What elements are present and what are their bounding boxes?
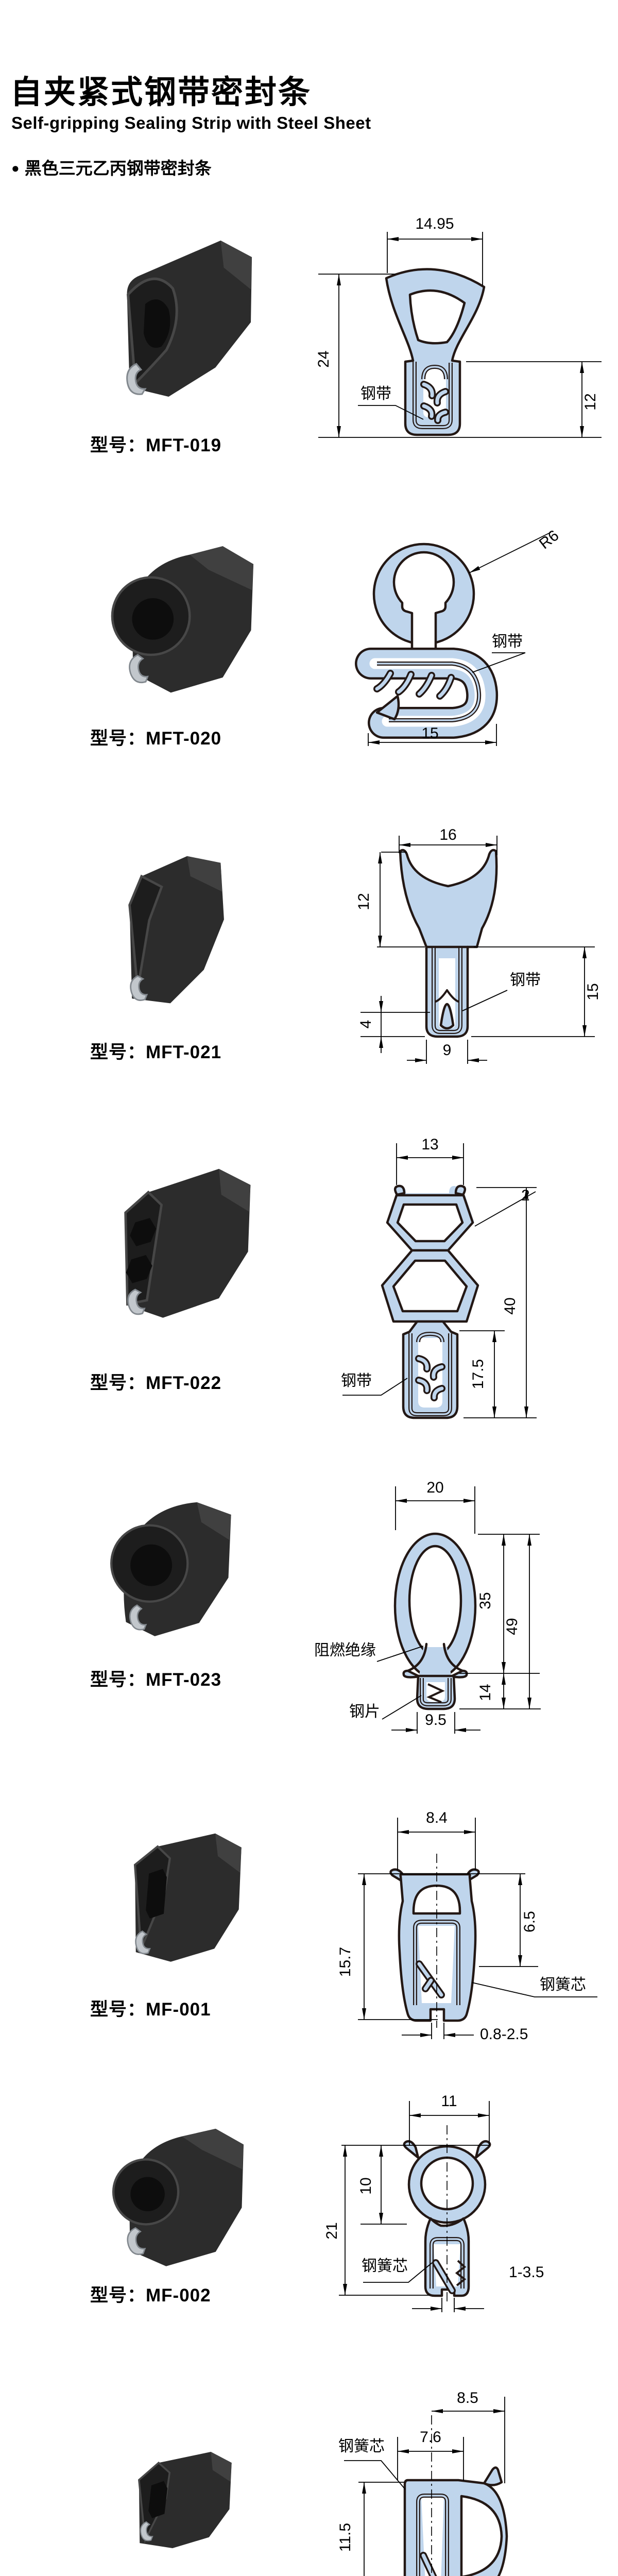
dim-clamp-height: 14: [477, 1684, 494, 1701]
dim-total-height: 24: [315, 350, 332, 367]
technical-diagram-mf-003: 8.5 7.6 11.5 0.8-2.5 钢簧芯: [337, 2389, 508, 2576]
bullet-text: 黑色三元乙丙钢带密封条: [24, 159, 212, 178]
dim-top-width: 14.95: [415, 215, 454, 232]
dim-clamp-height: 17.5: [470, 1359, 487, 1389]
dimensions: 16 12 15 4 9: [355, 826, 602, 1064]
product-photo-mft-019: [126, 240, 252, 397]
steel-spring-label: 钢簧芯: [540, 1976, 586, 1993]
technical-diagram-mf-002: 11 21 10 1-3.5 钢簧芯: [323, 2093, 544, 2312]
product-photo-mft-020: [111, 546, 254, 693]
dimensions: 14.95 24 12: [315, 215, 602, 438]
callout-steel-spring: 钢簧芯: [362, 2258, 433, 2283]
callout-radius: R6: [469, 527, 562, 573]
page-subtitle: Self-gripping Sealing Strip with Steel S…: [11, 113, 371, 132]
dim-bulb-height: 35: [477, 1592, 494, 1609]
dimensions: 8.5 7.6 11.5 0.8-2.5: [337, 2389, 505, 2576]
dim-bottom-width: 9: [443, 1042, 452, 1059]
page-title: 自夹紧式钢带密封条: [10, 75, 312, 110]
steel-band-label: 钢带: [492, 633, 523, 650]
product-photo-mft-022: [124, 1168, 251, 1318]
product-photo-mft-023: [110, 1502, 231, 1636]
steel-sheet-label: 钢片: [349, 1703, 380, 1720]
model-label: 型号：MFT-020: [90, 728, 222, 749]
dim-inner-width: 7.6: [420, 2429, 441, 2446]
technical-diagram-mft-019: 14.95 24 12 钢带: [315, 215, 602, 438]
profile: [403, 2415, 508, 2576]
dimensions: 13 40 17.5: [396, 1136, 537, 1418]
dim-top-width: 11: [441, 2093, 457, 2110]
technical-diagram-mf-001: 8.4 15.7 6.5 0.8-2.5 钢簧芯: [337, 1809, 597, 2043]
profile: [385, 268, 486, 436]
callout-steel-sheet: 钢片: [349, 1695, 422, 1720]
callout-steel-spring: 钢簧芯: [338, 2438, 406, 2490]
callout-insulation: 阻燃绝缘: [314, 1642, 424, 1662]
product-photo-mf-002: [112, 2128, 244, 2266]
dim-top-width: 8.4: [426, 1809, 448, 1826]
dim-upper-height: 12: [355, 893, 372, 910]
model-label: 型号：MFT-022: [90, 1373, 222, 1393]
product-photo-mf-003: [138, 2452, 232, 2548]
steel-spring-label: 钢簧芯: [338, 2438, 385, 2455]
dim-top-width: 13: [421, 1136, 438, 1153]
dim-gap: 0.8-2.5: [480, 2026, 528, 2043]
radius-label: R6: [536, 527, 562, 553]
technical-diagram-mft-022: 13 40 17.5 2 钢带: [341, 1136, 537, 1419]
dim-total-height: 21: [323, 2222, 340, 2239]
callout-steel-band: 钢带: [462, 972, 541, 1011]
dim-bottom-width: 9.5: [425, 1711, 447, 1728]
insulation-label: 阻燃绝缘: [314, 1642, 376, 1659]
dim-top-width: 16: [439, 826, 456, 843]
steel-spring-label: 钢簧芯: [362, 2258, 408, 2275]
callout-steel-band: 钢带: [358, 385, 424, 420]
technical-diagram-mft-023: 20 35 49 14 9.5 阻燃绝缘 钢片: [314, 1479, 541, 1734]
wall-thickness-label: 2: [521, 1187, 530, 1204]
profile: [355, 543, 499, 739]
dimensions: 15: [368, 724, 497, 746]
profile: [403, 2125, 491, 2303]
steel-band-label: 钢带: [360, 385, 391, 402]
dim-clamp-height: 12: [582, 393, 599, 410]
dim-upper-height: 6.5: [521, 1911, 538, 1933]
dim-outer-width: 8.5: [457, 2389, 478, 2406]
product-photo-mf-001: [133, 1833, 242, 1962]
model-label: 型号：MFT-021: [90, 1042, 222, 1062]
profile: [399, 849, 498, 1038]
dim-top-width: 20: [426, 1479, 443, 1496]
model-label: 型号：MF-002: [90, 2285, 211, 2306]
model-label: 型号：MFT-019: [90, 435, 222, 455]
bullet-icon: ●: [11, 160, 20, 176]
dim-total-height: 49: [504, 1618, 521, 1635]
dim-small: 4: [357, 1020, 374, 1029]
dim-clamp-height: 15: [585, 983, 602, 1000]
dim-total-height: 40: [502, 1297, 519, 1314]
product-photo-mft-021: [128, 856, 224, 1004]
steel-band-label: 钢带: [510, 972, 541, 989]
dimensions: 8.4 15.7 6.5 0.8-2.5: [337, 1809, 538, 2043]
dim-bottom-width: 15: [421, 725, 438, 742]
dim-total-height: 15.7: [337, 1947, 354, 1977]
model-label: 型号：MFT-023: [90, 1670, 222, 1690]
bullet-line: ●黑色三元乙丙钢带密封条: [11, 155, 212, 179]
model-label: 型号：MF-001: [90, 1999, 211, 2020]
profile: [381, 1184, 479, 1419]
callout-wall: 2: [474, 1187, 536, 1227]
dimensions: 20 35 49 14 9.5: [391, 1479, 541, 1734]
technical-diagram-mft-021: 16 12 15 4 9 钢带: [355, 826, 602, 1064]
profile: [393, 1532, 477, 1710]
dim-height: 11.5: [337, 2523, 354, 2552]
dimensions: 11 21 10 1-3.5: [323, 2093, 544, 2312]
dim-gap: 1-3.5: [509, 2264, 544, 2281]
callout-steel-spring: 钢簧芯: [471, 1976, 597, 1997]
technical-diagram-mft-020: R6 钢带 15: [355, 527, 562, 746]
profile: [389, 1854, 480, 2028]
callout-steel-band: 钢带: [472, 633, 526, 673]
callout-steel-band: 钢带: [341, 1372, 408, 1396]
dim-bulb-height: 10: [357, 2177, 374, 2194]
steel-band-label: 钢带: [341, 1372, 372, 1389]
